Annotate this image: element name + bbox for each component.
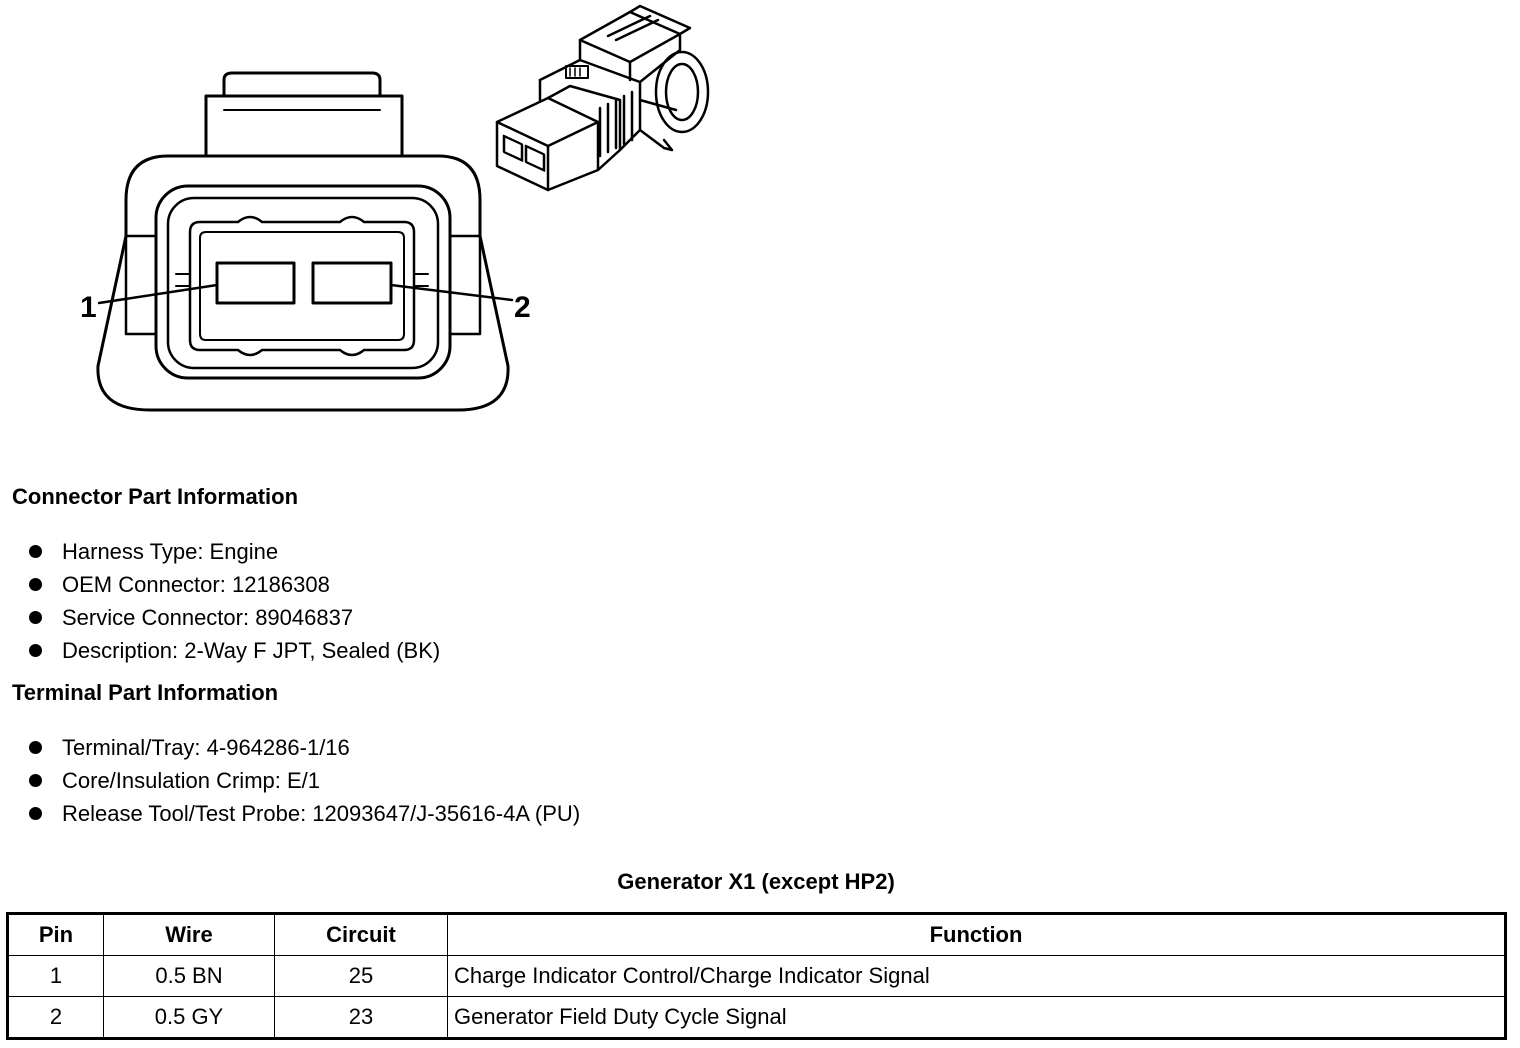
pinout-table: Pin Wire Circuit Function 1 0.5 BN 25 Ch…	[6, 912, 1507, 1040]
cell-pin: 2	[7, 996, 104, 1039]
cell-function: Charge Indicator Control/Charge Indicato…	[447, 955, 1506, 997]
connector-info-list: Harness Type: Engine OEM Connector: 1218…	[28, 535, 440, 667]
table-row: 1 0.5 BN 25 Charge Indicator Control/Cha…	[7, 955, 1506, 997]
connector-diagram: 1 2	[80, 4, 710, 412]
connector-latch	[204, 71, 404, 158]
terminal-2	[311, 261, 393, 305]
header-wire: Wire	[103, 913, 275, 956]
cell-pin: 1	[7, 955, 104, 997]
table-header-row: Pin Wire Circuit Function	[7, 913, 1506, 956]
connector-info-heading: Connector Part Information	[12, 484, 299, 509]
pin-1-label: 1	[80, 291, 97, 324]
connector-face-outer	[154, 184, 452, 380]
header-function: Function	[447, 913, 1506, 956]
list-item: Service Connector: 89046837	[28, 601, 440, 634]
list-item: Release Tool/Test Probe: 12093647/J-3561…	[28, 797, 580, 830]
list-item: Harness Type: Engine	[28, 535, 440, 568]
header-pin: Pin	[7, 913, 104, 956]
pin-2-label: 2	[514, 291, 531, 324]
header-circuit: Circuit	[274, 913, 448, 956]
cell-wire: 0.5 BN	[103, 955, 275, 997]
table-title: Generator X1 (except HP2)	[617, 869, 895, 894]
left-side-tab	[124, 234, 158, 336]
cell-circuit: 23	[274, 996, 448, 1039]
list-item: OEM Connector: 12186308	[28, 568, 440, 601]
table-row: 2 0.5 GY 23 Generator Field Duty Cycle S…	[7, 996, 1506, 1039]
pin-1-leader	[97, 283, 219, 305]
cell-circuit: 25	[274, 955, 448, 997]
connector-housing	[96, 154, 510, 412]
pin-2-leader	[389, 283, 514, 302]
right-side-tab	[448, 234, 482, 336]
terminal-1	[215, 261, 296, 305]
cell-wire: 0.5 GY	[103, 996, 275, 1039]
list-item: Terminal/Tray: 4-964286-1/16	[28, 731, 580, 764]
terminal-info-heading: Terminal Part Information	[12, 680, 279, 705]
cell-function: Generator Field Duty Cycle Signal	[447, 996, 1506, 1039]
list-item: Core/Insulation Crimp: E/1	[28, 764, 580, 797]
connector-isometric-view	[495, 4, 710, 192]
list-item: Description: 2-Way F JPT, Sealed (BK)	[28, 634, 440, 667]
terminal-cavity	[188, 215, 416, 357]
terminal-info-list: Terminal/Tray: 4-964286-1/16 Core/Insula…	[28, 731, 580, 830]
